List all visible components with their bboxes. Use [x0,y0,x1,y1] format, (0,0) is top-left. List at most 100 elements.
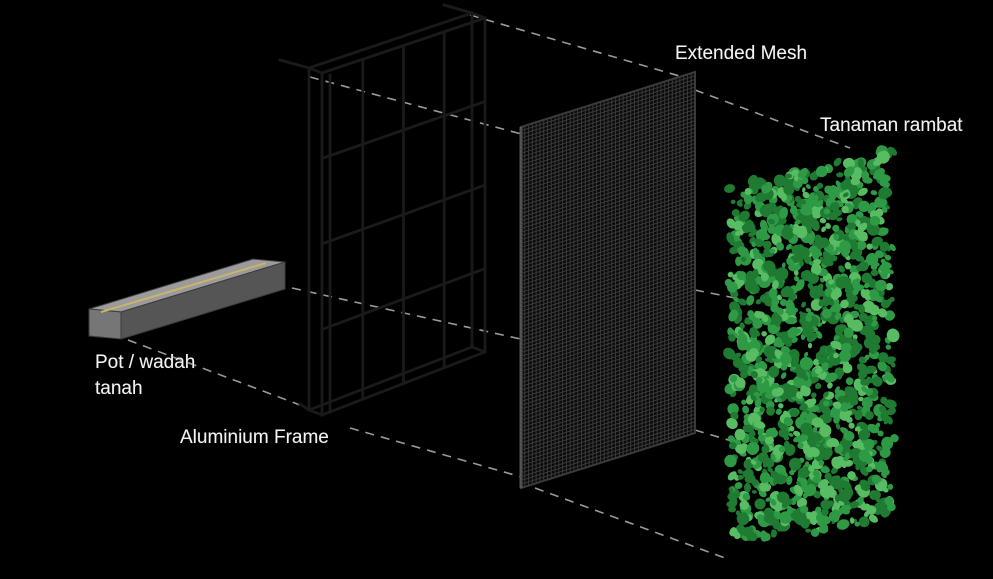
plant-leaf [739,322,745,330]
plant-leaf [740,248,749,256]
plant-leaf [871,320,878,327]
plant-leaf [728,505,737,513]
plant-leaf [812,469,821,478]
mesh-wire-horizontal [520,402,696,459]
plant-leaf [871,474,882,485]
plant-leaf [791,244,802,256]
plant-leaf [802,191,810,199]
plant-leaf [748,348,759,359]
plant-leaf [751,490,757,494]
label-pot-line-1: Pot / wadah [95,352,195,373]
mesh-wire-horizontal [520,116,696,173]
mesh-wire-horizontal [520,383,696,440]
plant-leaf [761,444,770,454]
plant-leaf [866,505,877,515]
plant-leaf [818,299,825,307]
plant-leaf [785,385,799,398]
plant-leaf [833,352,839,359]
mesh-wire-horizontal [520,421,696,478]
plant-leaf [778,403,784,409]
plant-leaf [797,442,804,449]
plant-leaf [783,393,790,400]
plant-leaf [832,509,841,519]
plant-leaf [818,524,829,534]
plant-leaf [728,333,736,342]
plant-leaf [773,478,778,486]
plant-leaf [776,242,785,251]
plant-leaf [728,441,737,450]
plant-leaf [842,192,849,198]
plant-leaf [802,374,809,381]
plant-leaf [835,422,841,430]
plant-leaf [808,261,815,266]
mesh-wire-horizontal [520,248,696,305]
plant-leaf [887,483,894,490]
plant-leaf [850,294,858,302]
plant-leaf [835,246,841,252]
plant-leaf [870,269,879,277]
plant-leaf [762,457,775,468]
plant-leaf [851,241,858,252]
plant-leaf [739,500,750,510]
plant-leaf [843,157,855,169]
plant-leaf [777,294,782,301]
plant-leaf [783,224,790,230]
plant-leaf [869,215,881,226]
plant-leaf [771,529,777,535]
plant-leaf [773,174,787,188]
mesh-wire-horizontal [520,97,696,154]
plant-leaf [750,370,758,379]
plant-leaf [742,470,749,478]
plant-leaf [841,461,847,469]
plant-leaf [836,519,850,530]
plant-leaf [815,514,822,522]
mesh-wire-horizontal [520,165,696,222]
mesh-wire-horizontal [520,346,696,402]
plant-leaf [747,474,756,484]
plant-leaf [746,531,758,542]
plant-leaf [866,466,873,473]
plant-leaf [877,481,884,487]
plant-leaf [844,227,849,234]
plant-leaf [839,506,850,515]
mesh-wire-horizontal [520,79,696,135]
plant-leaf [742,493,751,501]
plant-leaf [743,413,750,419]
plant-leaf [807,273,819,284]
mesh-wire-horizontal [520,173,696,230]
plant-leaf [879,506,889,518]
plant-leaf [815,213,821,219]
plant-leaf [878,352,889,363]
plant-leaf [861,397,873,409]
plant-leaf [889,296,895,303]
plant-leaf [789,470,795,476]
plant-leaf [743,482,752,493]
plant-leaf [806,225,813,234]
plant-leaf [889,243,896,252]
plant-leaf [881,471,887,479]
plant-leaf [781,195,787,201]
plant-leaf [854,381,861,388]
mesh-wire-horizontal [520,90,696,147]
plant-leaf [771,457,777,461]
plant-leaf [859,325,873,336]
plant-leaf [843,247,851,255]
plant-leaf [822,362,829,369]
plant-leaf [788,432,794,437]
plant-leaf [880,258,886,264]
plant-leaf [753,420,766,429]
plant-leaf [879,405,887,413]
plant-leaf [869,490,879,500]
mesh-wire-horizontal [520,105,696,162]
plant-leaf [852,167,863,178]
plant-leaf [855,219,861,228]
plant-leaf [795,279,805,291]
label-extended-mesh: Extended Mesh [675,43,807,64]
plant-leaf [756,368,768,377]
plant-leaf [752,248,760,256]
plant-leaf [759,472,770,484]
plant-leaf [802,187,806,193]
mesh-wire-horizontal [520,203,696,260]
plant-leaf [780,298,788,307]
plant-leaf [735,256,742,267]
